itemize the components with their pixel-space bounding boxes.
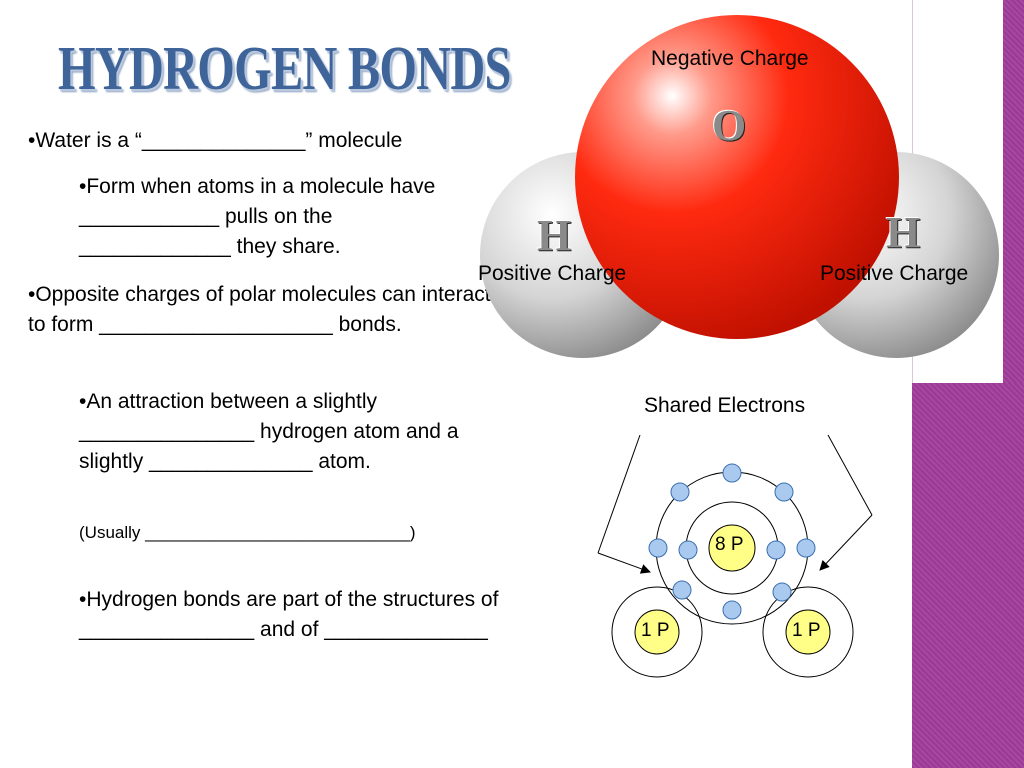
hydrogen-nucleus-label-left: 1 P <box>641 620 670 641</box>
arrow-left-stem <box>597 434 641 554</box>
hydrogen-nucleus-left <box>634 609 680 655</box>
hydrogen-shell-right <box>762 586 854 678</box>
electron <box>672 580 692 600</box>
hydrogen-shell-left <box>611 586 703 678</box>
hydrogen-nucleus-right <box>785 609 831 655</box>
electron-shell-diagram <box>597 434 873 678</box>
electron <box>772 582 792 602</box>
bullet-attraction: •An attraction between a slightly ______… <box>79 390 459 473</box>
bullet-unequal-pulls: •Form when atoms in a molecule have ____… <box>79 175 436 258</box>
page-title: HYDROGEN BONDS <box>58 35 511 103</box>
oxygen-nucleus <box>708 524 756 572</box>
water-molecule-model <box>480 15 999 358</box>
electron <box>722 463 742 483</box>
electron <box>722 600 742 620</box>
oxygen-symbol: O <box>712 101 747 150</box>
hydrogen-symbol-right: H <box>886 208 921 257</box>
hydrogen-nucleus-label-right: 1 P <box>792 620 821 641</box>
note-usually: (Usually ____________________________) <box>79 523 416 542</box>
electron <box>796 538 816 558</box>
electron <box>678 540 698 560</box>
negative-charge-label: Negative Charge <box>651 47 809 70</box>
hydrogen-symbol-left: H <box>537 211 572 260</box>
decorative-strip-top <box>1003 0 1024 383</box>
bullet-polar-molecule: •Water is a “______________” molecule <box>28 129 403 152</box>
bullet-opposite-charges: •Opposite charges of polar molecules can… <box>28 283 491 336</box>
shared-electrons-label: Shared Electrons <box>644 394 806 417</box>
electron <box>774 482 794 502</box>
positive-charge-label-right: Positive Charge <box>820 262 969 285</box>
oxygen-atom <box>575 15 899 339</box>
positive-charge-label-left: Positive Charge <box>478 262 627 285</box>
arrow-right-head <box>819 514 873 571</box>
arrow-right-stem <box>827 434 873 516</box>
bullet-structures: •Hydrogen bonds are part of the structur… <box>79 588 499 641</box>
electron <box>648 538 668 558</box>
arrow-left-head <box>597 552 651 574</box>
electron <box>766 540 786 560</box>
decorative-strip <box>912 383 1024 768</box>
electron <box>670 482 690 502</box>
oxygen-nucleus-label: 8 P <box>715 534 744 555</box>
